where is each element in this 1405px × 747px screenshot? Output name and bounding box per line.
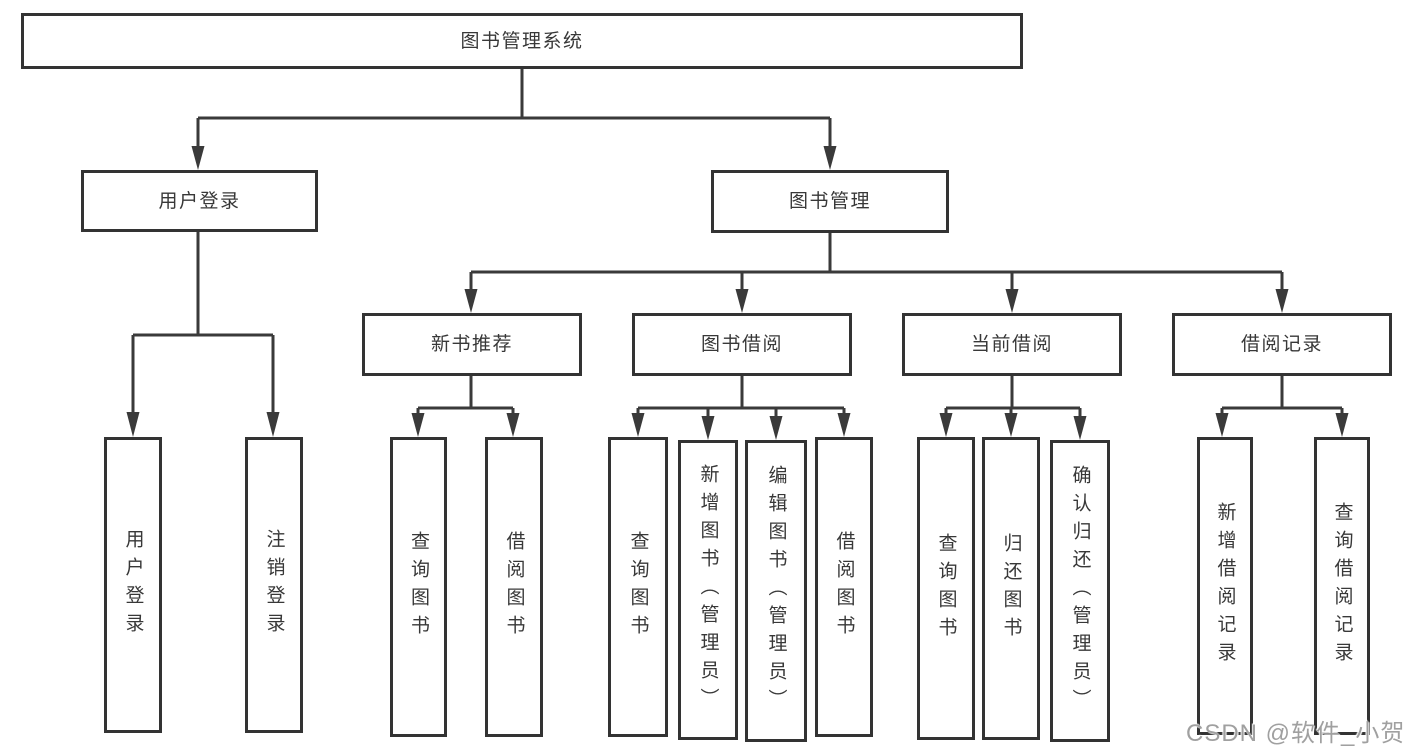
leaf-add-book-admin-label: 新增图书（管理员） bbox=[697, 464, 719, 716]
node-new-book-recommend: 新书推荐 bbox=[362, 313, 582, 376]
connector-current-borrow-children bbox=[939, 376, 1087, 440]
node-new-book-recommend-label: 新书推荐 bbox=[430, 334, 513, 355]
node-user-login: 用户登录 bbox=[81, 170, 318, 232]
leaf-search-books-borrow-label: 查询图书 bbox=[627, 531, 649, 643]
leaf-logout: 注销登录 bbox=[245, 437, 303, 733]
csdn-watermark: CSDN @软件_小贺同学 bbox=[1186, 720, 1405, 747]
leaf-return-books-label: 归还图书 bbox=[1000, 532, 1022, 645]
node-current-borrow: 当前借阅 bbox=[902, 313, 1122, 376]
leaf-add-borrow-record: 新增借阅记录 bbox=[1197, 437, 1253, 735]
leaf-borrow-books-recommend: 借阅图书 bbox=[485, 437, 543, 737]
node-book-borrow-label: 图书借阅 bbox=[700, 334, 783, 355]
node-root: 图书管理系统 bbox=[21, 13, 1023, 69]
connector-root-to-level2 bbox=[191, 69, 837, 170]
connector-book-borrow-children bbox=[631, 376, 851, 440]
leaf-user-login: 用户登录 bbox=[104, 437, 162, 733]
leaf-confirm-return-admin: 确认归还（管理员） bbox=[1050, 440, 1110, 742]
node-borrow-records: 借阅记录 bbox=[1172, 313, 1392, 376]
leaf-borrow-books-2: 借阅图书 bbox=[815, 437, 873, 737]
leaf-confirm-return-admin-label: 确认归还（管理员） bbox=[1069, 465, 1091, 717]
leaf-borrow-books-2-label: 借阅图书 bbox=[833, 531, 855, 643]
node-user-login-label: 用户登录 bbox=[158, 190, 241, 212]
leaf-user-login-label: 用户登录 bbox=[122, 529, 144, 641]
leaf-search-books-borrow: 查询图书 bbox=[608, 437, 668, 737]
leaf-search-books-current: 查询图书 bbox=[917, 437, 975, 740]
connector-book-management-children bbox=[464, 233, 1289, 313]
leaf-return-books: 归还图书 bbox=[982, 437, 1040, 740]
leaf-search-books-recommend: 查询图书 bbox=[390, 437, 447, 737]
connector-borrow-records-children bbox=[1215, 376, 1349, 437]
node-borrow-records-label: 借阅记录 bbox=[1240, 334, 1323, 355]
leaf-edit-book-admin-label: 编辑图书（管理员） bbox=[765, 465, 787, 717]
leaf-search-books-recommend-label: 查询图书 bbox=[408, 531, 429, 643]
node-root-label: 图书管理系统 bbox=[460, 30, 584, 52]
node-book-management-label: 图书管理 bbox=[788, 191, 871, 212]
leaf-search-borrow-record: 查询借阅记录 bbox=[1314, 437, 1370, 735]
leaf-add-book-admin: 新增图书（管理员） bbox=[678, 440, 738, 740]
leaf-search-books-current-label: 查询图书 bbox=[935, 532, 957, 645]
connector-user-login-children bbox=[126, 232, 280, 437]
node-book-borrow: 图书借阅 bbox=[632, 313, 852, 376]
connector-new-book-recommend-children bbox=[411, 376, 520, 437]
node-current-borrow-label: 当前借阅 bbox=[970, 334, 1053, 355]
leaf-add-borrow-record-label: 新增借阅记录 bbox=[1214, 502, 1236, 670]
leaf-logout-label: 注销登录 bbox=[263, 529, 285, 641]
leaf-search-borrow-record-label: 查询借阅记录 bbox=[1331, 502, 1353, 670]
leaf-borrow-books-recommend-label: 借阅图书 bbox=[503, 531, 525, 643]
leaf-edit-book-admin: 编辑图书（管理员） bbox=[745, 440, 807, 742]
node-book-management: 图书管理 bbox=[711, 170, 949, 233]
